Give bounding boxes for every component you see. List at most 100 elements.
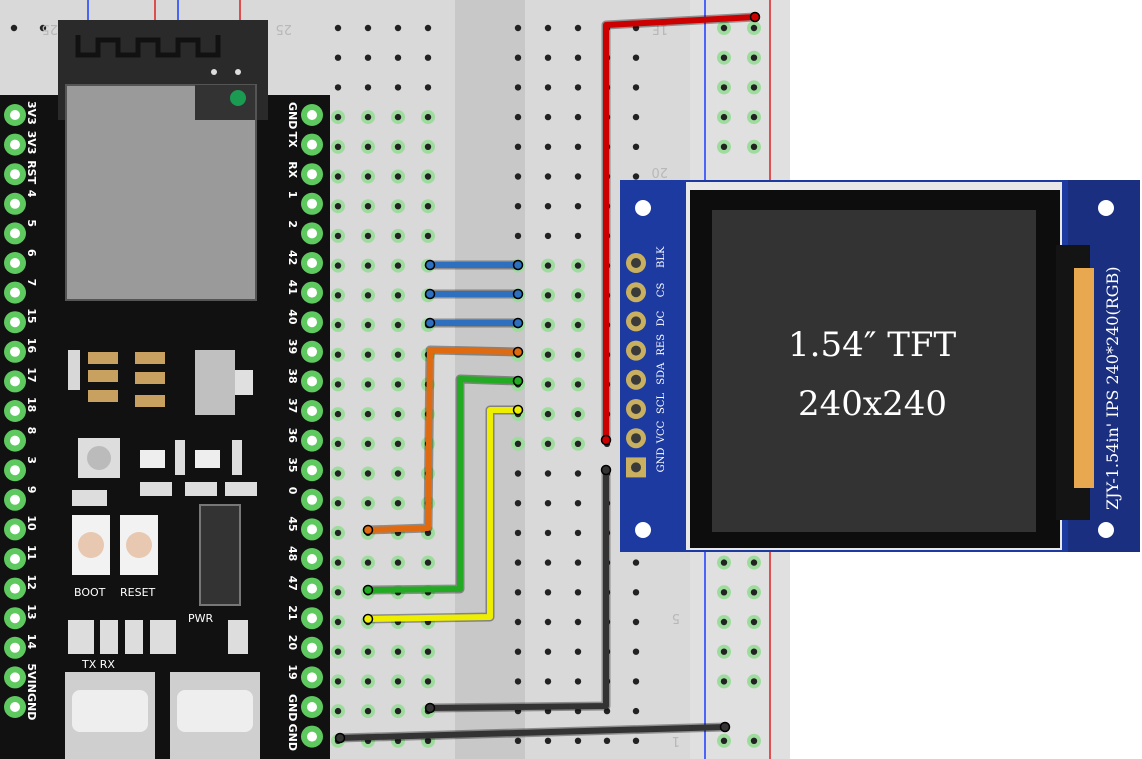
breadboard-hole[interactable] [424,24,432,32]
breadboard-hole[interactable] [750,84,758,91]
breadboard-hole[interactable] [750,113,758,121]
breadboard-hole[interactable] [394,707,402,715]
breadboard-hole[interactable] [544,54,552,61]
breadboard-hole[interactable] [514,618,522,626]
breadboard-hole[interactable] [603,737,611,744]
breadboard-hole[interactable] [544,678,552,685]
breadboard-hole[interactable] [514,84,522,91]
breadboard-hole[interactable] [364,203,372,210]
breadboard-hole[interactable] [632,737,640,744]
breadboard-hole[interactable] [334,84,342,91]
breadboard-hole[interactable] [544,737,552,744]
breadboard-hole[interactable] [632,648,640,655]
breadboard-hole[interactable] [632,678,640,685]
breadboard-hole[interactable] [514,143,522,150]
breadboard-hole[interactable] [514,54,522,61]
breadboard-hole[interactable] [544,351,552,358]
breadboard-hole[interactable] [334,143,342,150]
breadboard-hole[interactable] [514,500,522,507]
breadboard-hole[interactable] [364,381,372,388]
breadboard-hole[interactable] [544,24,552,32]
breadboard-hole[interactable] [424,54,432,61]
breadboard-hole[interactable] [750,678,758,685]
breadboard-hole[interactable] [514,529,522,537]
breadboard-hole[interactable] [424,143,432,150]
breadboard-hole[interactable] [544,559,552,566]
breadboard-hole[interactable] [394,292,402,299]
breadboard-hole[interactable] [334,54,342,61]
breadboard-hole[interactable] [720,559,728,566]
gnd-wire[interactable] [427,467,609,711]
breadboard-hole[interactable] [334,381,342,388]
breadboard-hole[interactable] [632,143,640,150]
breadboard-hole[interactable] [334,707,342,715]
breadboard-hole[interactable] [544,529,552,537]
breadboard-hole[interactable] [334,321,342,329]
breadboard-hole[interactable] [544,589,552,596]
breadboard-hole[interactable] [720,678,728,685]
breadboard-hole[interactable] [514,440,522,447]
breadboard-hole[interactable] [514,24,522,32]
breadboard-hole[interactable] [574,24,582,32]
breadboard-hole[interactable] [334,529,342,537]
vcc-wire[interactable] [603,14,758,443]
breadboard-hole[interactable] [364,351,372,358]
breadboard-hole[interactable] [574,618,582,626]
breadboard-hole[interactable] [574,648,582,655]
breadboard-hole[interactable] [334,470,342,477]
breadboard-hole[interactable] [394,173,402,180]
breadboard-hole[interactable] [544,618,552,626]
breadboard-hole[interactable] [574,410,582,418]
breadboard-hole[interactable] [364,54,372,61]
breadboard-hole[interactable] [394,351,402,358]
breadboard-hole[interactable] [574,707,582,715]
breadboard-hole[interactable] [334,262,342,269]
breadboard-hole[interactable] [364,678,372,685]
breadboard-hole[interactable] [720,24,728,32]
breadboard-hole[interactable] [750,559,758,566]
breadboard-hole[interactable] [574,529,582,537]
breadboard-hole[interactable] [632,589,640,596]
breadboard-hole[interactable] [720,648,728,655]
breadboard-hole[interactable] [720,143,728,150]
breadboard-hole[interactable] [334,589,342,596]
breadboard-hole[interactable] [394,143,402,150]
breadboard-hole[interactable] [574,381,582,388]
breadboard-hole[interactable] [544,143,552,150]
breadboard-hole[interactable] [544,262,552,269]
breadboard-hole[interactable] [514,232,522,240]
breadboard-hole[interactable] [334,440,342,447]
breadboard-hole[interactable] [364,24,372,32]
breadboard-hole[interactable] [10,24,18,32]
breadboard-hole[interactable] [364,173,372,180]
breadboard-hole[interactable] [364,232,372,240]
breadboard-hole[interactable] [394,262,402,269]
breadboard-hole[interactable] [424,737,432,744]
breadboard-hole[interactable] [424,648,432,655]
breadboard-hole[interactable] [424,529,432,537]
breadboard-hole[interactable] [544,232,552,240]
breadboard-hole[interactable] [394,678,402,685]
breadboard-hole[interactable] [334,648,342,655]
breadboard-hole[interactable] [364,410,372,418]
breadboard-hole[interactable] [574,262,582,269]
breadboard-hole[interactable] [334,113,342,121]
breadboard-hole[interactable] [364,113,372,121]
breadboard-hole[interactable] [720,589,728,596]
breadboard-hole[interactable] [364,262,372,269]
scl-wire[interactable] [365,407,521,622]
breadboard-hole[interactable] [334,618,342,626]
breadboard-hole[interactable] [574,232,582,240]
breadboard-hole[interactable] [364,143,372,150]
breadboard-hole[interactable] [424,678,432,685]
breadboard-hole[interactable] [364,559,372,566]
breadboard-hole[interactable] [514,203,522,210]
breadboard-hole[interactable] [424,559,432,566]
breadboard-hole[interactable] [39,24,47,32]
breadboard-hole[interactable] [424,84,432,91]
breadboard-hole[interactable] [544,321,552,329]
breadboard-hole[interactable] [632,173,640,180]
breadboard-hole[interactable] [334,678,342,685]
breadboard-hole[interactable] [394,500,402,507]
breadboard-hole[interactable] [514,737,522,744]
